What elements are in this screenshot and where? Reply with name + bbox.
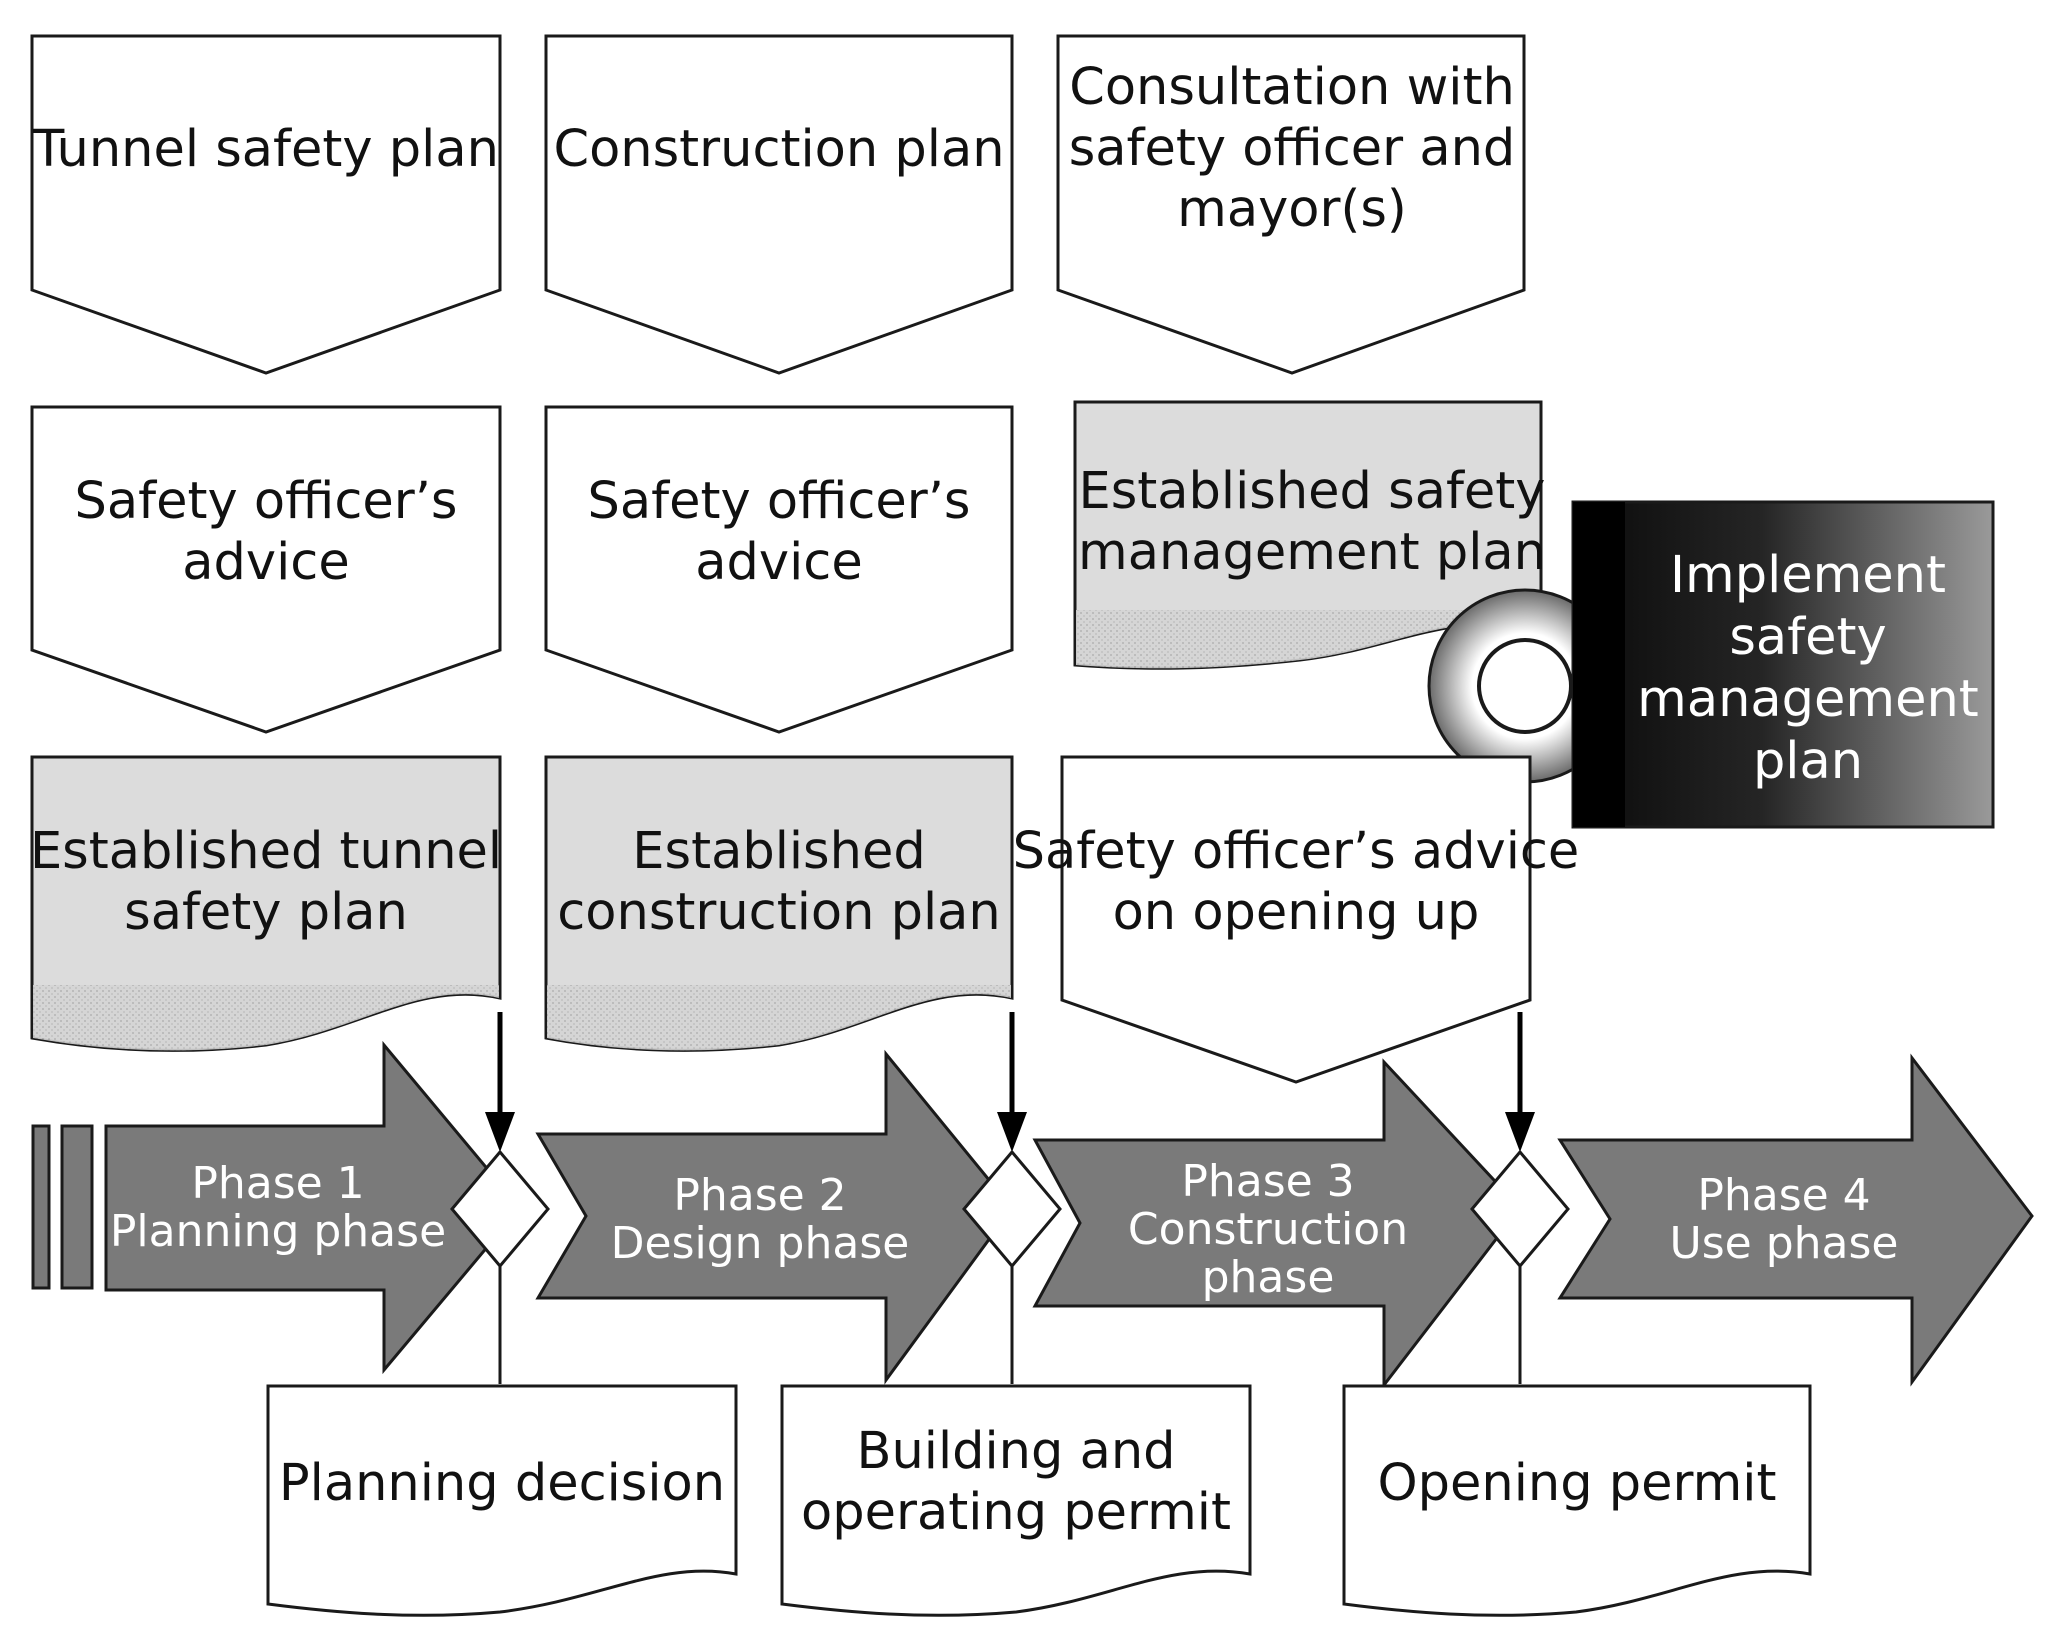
decision-label-2: Opening permit [1378, 1454, 1777, 1513]
label-line: Phase 3 [1181, 1156, 1354, 1207]
label-line: Safety officer’s [74, 472, 457, 531]
label-line: Construction [1128, 1204, 1408, 1255]
label-line: advice [182, 533, 349, 592]
safety-officer-advice-opening-shape [1060, 755, 1532, 1084]
label-line: Planning phase [110, 1206, 446, 1257]
ring-inner [1477, 638, 1573, 734]
construction-plan-shape [544, 34, 1014, 375]
start-bar-1 [31, 1124, 51, 1290]
top-row-label-1: Construction plan [553, 120, 1004, 179]
label-line: on opening up [1113, 883, 1480, 942]
label-line: Design phase [611, 1218, 910, 1269]
decision-diamond-2 [962, 1149, 1062, 1269]
label-line: operating permit [801, 1483, 1231, 1542]
label-line: Established tunnel [30, 822, 502, 881]
safety-officer-advice-2-shape [544, 405, 1014, 734]
decision-diamond-1 [450, 1149, 550, 1269]
label-line: Opening permit [1378, 1454, 1777, 1513]
label-line: Implement [1670, 546, 1946, 605]
label-line: Phase 1 [191, 1158, 364, 1209]
label-line: management plan [1078, 523, 1546, 582]
start-bar-2 [60, 1124, 94, 1290]
label-line: safety plan [124, 883, 408, 942]
label-line: plan [1753, 732, 1863, 791]
label-line: advice [695, 533, 862, 592]
label-line: construction plan [557, 883, 1001, 942]
decision-label-0: Planning decision [279, 1454, 725, 1513]
label-line: mayor(s) [1177, 180, 1407, 239]
label-line: Use phase [1670, 1218, 1899, 1269]
label-line: Planning decision [279, 1454, 725, 1513]
label-line: Building and [856, 1422, 1175, 1481]
phase-4-arrow [1557, 1053, 2034, 1387]
implement-box [1571, 500, 1995, 829]
top-row: Tunnel safety plan Construction plan Con… [30, 34, 1526, 375]
decision-diamonds [450, 1149, 1570, 1384]
label-line: Established [632, 822, 925, 881]
opening-permit-doc [1342, 1384, 1812, 1617]
phase-2-arrow [535, 1049, 1014, 1385]
label-line: Phase 2 [673, 1170, 846, 1221]
label-line: safety [1729, 608, 1886, 667]
building-operating-permit-doc [780, 1384, 1252, 1617]
label-line: Safety officer’s advice [1013, 822, 1580, 881]
tunnel-safety-plan-shape [30, 34, 502, 375]
label-line: Construction plan [553, 120, 1004, 179]
arrow-head-icon [1505, 1112, 1535, 1152]
implement-box-edge [1573, 502, 1625, 827]
label-line: Phase 4 [1697, 1170, 1870, 1221]
phase-1-arrow [104, 1040, 522, 1375]
label-line: Consultation with [1069, 58, 1515, 117]
arrow-head-icon [997, 1112, 1027, 1152]
label-line: Tunnel safety plan [32, 120, 499, 179]
label-line: phase [1202, 1252, 1335, 1303]
top-row-label-0: Tunnel safety plan [32, 120, 499, 179]
doc-texture [1076, 610, 1540, 669]
label-line: management [1637, 670, 1979, 729]
decision-diamond-3 [1470, 1149, 1570, 1269]
doc-texture [547, 985, 1011, 1051]
down-arrows [485, 1012, 1535, 1152]
planning-decision-doc [266, 1384, 738, 1617]
consultation-shape [1056, 34, 1526, 375]
label-line: Safety officer’s [587, 472, 970, 531]
doc-texture [33, 985, 499, 1051]
label-line: safety officer and [1069, 119, 1516, 178]
arrow-head-icon [485, 1112, 515, 1152]
safety-officer-advice-1-shape [30, 405, 502, 734]
label-line: Established safety [1079, 462, 1546, 521]
